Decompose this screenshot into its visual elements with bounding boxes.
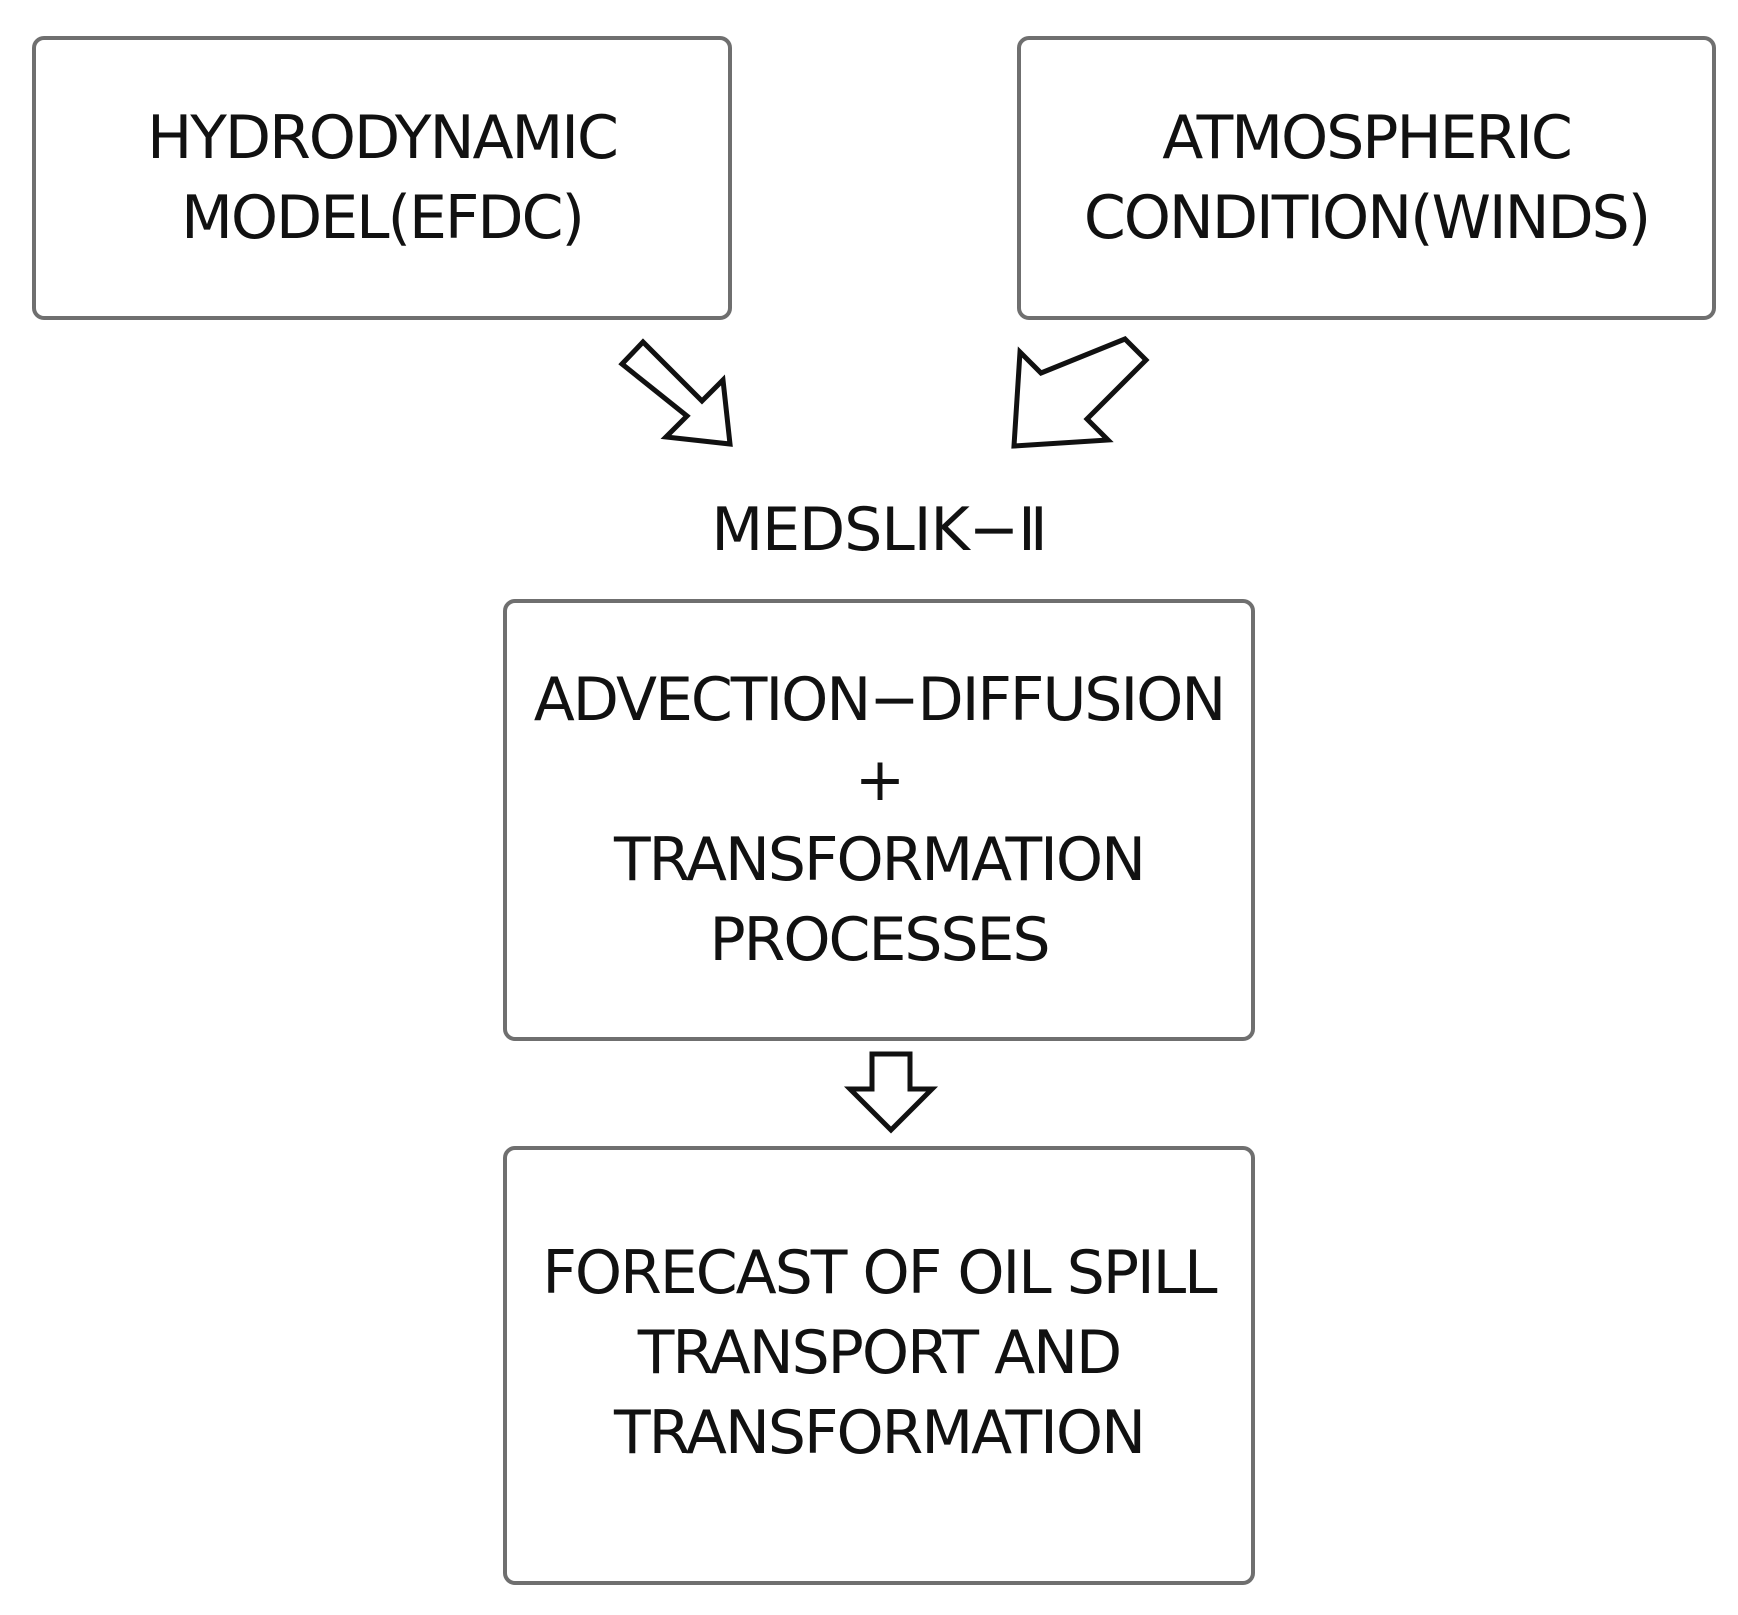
forecast-output-box: FORECAST OF OIL SPILL TRANSPORT AND TRAN… [503, 1146, 1255, 1585]
forecast-line1: FORECAST OF OIL SPILL [542, 1238, 1217, 1308]
processes-line4: PROCESSES [709, 905, 1050, 975]
processes-line1: ADVECTION−DIFFUSION [533, 665, 1226, 735]
processes-line3: TRANSFORMATION [614, 825, 1146, 895]
processes-line2: + [854, 745, 905, 815]
arrow-atmos-to-medslik-icon [1011, 336, 1150, 449]
atmospheric-line2: CONDITION(WINDS) [1083, 183, 1651, 253]
processes-box: ADVECTION−DIFFUSION + TRANSFORMATION PRO… [503, 599, 1255, 1041]
hydrodynamic-model-box: HYDRODYNAMIC MODEL(EFDC) [32, 36, 732, 320]
forecast-line3: TRANSFORMATION [614, 1398, 1146, 1468]
atmospheric-condition-box: ATMOSPHERIC CONDITION(WINDS) [1017, 36, 1716, 320]
forecast-line2: TRANSPORT AND [637, 1318, 1123, 1388]
hydrodynamic-line2: MODEL(EFDC) [181, 183, 585, 253]
arrow-processes-to-forecast-icon [843, 1051, 939, 1134]
medslik-model-label: MEDSLIK−Ⅱ [711, 495, 1047, 565]
hydrodynamic-line1: HYDRODYNAMIC [147, 103, 619, 173]
arrow-hydro-to-medslik-icon [618, 338, 733, 447]
atmospheric-line1: ATMOSPHERIC [1162, 103, 1573, 173]
